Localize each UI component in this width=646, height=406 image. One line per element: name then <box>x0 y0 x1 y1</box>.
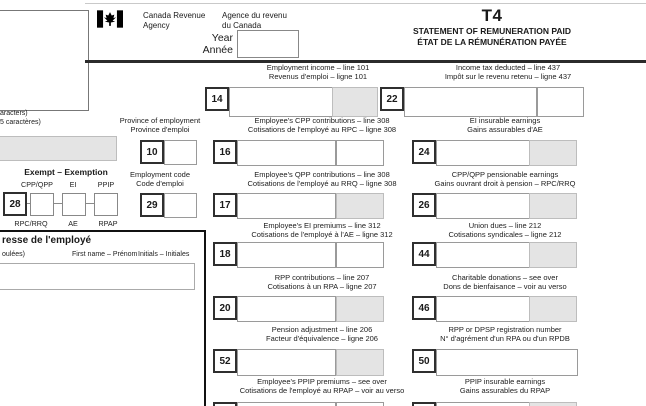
field-29-input[interactable] <box>164 193 197 218</box>
field-14-number: 14 <box>205 87 229 111</box>
field-17-cents[interactable] <box>336 193 384 219</box>
field-14-cents[interactable] <box>332 87 378 117</box>
employee-initials-label: Initials – Initiales <box>138 251 190 258</box>
exempt-rpc-rrq-label: RPC/RRQ <box>14 219 48 228</box>
exempt-title: Exempt – Exemption <box>24 167 108 177</box>
field-22-input[interactable] <box>404 87 537 117</box>
field-44-input[interactable] <box>436 242 530 268</box>
field-16-input[interactable] <box>237 140 336 166</box>
field-55-number <box>213 402 237 406</box>
field-18-cents[interactable] <box>336 242 384 268</box>
exempt-ppip-label: PPIP <box>97 180 115 189</box>
exempt-ae-label: AE <box>68 219 78 228</box>
year-input[interactable] <box>237 30 299 58</box>
field-55-cents[interactable] <box>336 402 384 406</box>
field-10-input[interactable] <box>164 140 197 165</box>
exempt-cpp-qpp-checkbox[interactable] <box>30 193 54 216</box>
field-52-input[interactable] <box>237 349 336 376</box>
employee-section-box <box>0 230 206 406</box>
field-50-input[interactable] <box>436 349 578 376</box>
employee-firstname-label: First name – Prénom <box>72 251 138 258</box>
field-10-number: 10 <box>140 140 164 164</box>
field-26-number: 26 <box>412 193 436 217</box>
field-22-number: 22 <box>380 87 404 111</box>
field-46-number: 46 <box>412 296 436 320</box>
field-16-number: 16 <box>213 140 237 164</box>
field-56-cents[interactable] <box>529 402 577 406</box>
form-code: T4 <box>481 6 503 25</box>
field-46-input[interactable] <box>436 296 530 322</box>
employer-account-label-en: aracters) <box>0 110 28 117</box>
field-22-cents[interactable] <box>537 87 584 117</box>
employee-name-input[interactable] <box>0 263 195 290</box>
exempt-ei-label: EI <box>69 180 77 189</box>
exempt-ei-checkbox[interactable] <box>62 193 86 216</box>
field-24-input[interactable] <box>436 140 530 166</box>
exempt-cpp-qpp-label: CPP/QPP <box>21 180 53 189</box>
field-29-number: 29 <box>140 193 164 217</box>
top-rule <box>85 3 646 4</box>
field-24-cents[interactable] <box>529 140 577 166</box>
field-14-input[interactable] <box>229 87 333 117</box>
employee-section-header: resse de l'employé <box>2 235 92 246</box>
field-52-cents[interactable] <box>336 349 384 376</box>
employer-account-label-fr: 5 caractères) <box>0 119 41 126</box>
field-24-number: 24 <box>412 140 436 164</box>
exempt-connector <box>54 203 62 204</box>
canada-flag-icon <box>97 9 123 29</box>
employee-lastname-label: oulées) <box>2 251 25 258</box>
field-26-cents[interactable] <box>529 193 577 219</box>
field-56-input[interactable] <box>436 402 530 406</box>
field-55-input[interactable] <box>237 402 336 406</box>
exempt-ppip-checkbox[interactable] <box>94 193 118 216</box>
field-17-number: 17 <box>213 193 237 217</box>
field-26-input[interactable] <box>436 193 530 219</box>
field-28-number: 28 <box>3 192 27 216</box>
field-44-cents[interactable] <box>529 242 577 268</box>
field-20-cents[interactable] <box>336 296 384 322</box>
form-title-en: STATEMENT OF REMUNERATION PAID <box>412 26 572 36</box>
field-18-number: 18 <box>213 242 237 266</box>
employer-name-box[interactable] <box>0 10 89 111</box>
exempt-connector <box>27 203 30 204</box>
field-50-number: 50 <box>412 349 436 373</box>
field-52-number: 52 <box>213 349 237 373</box>
field-20-input[interactable] <box>237 296 336 322</box>
employer-account-input[interactable] <box>0 136 117 161</box>
form-title-fr: ÉTAT DE LA RÉMUNÉRATION PAYÉE <box>417 36 567 47</box>
field-56-number <box>412 402 436 406</box>
field-20-number: 20 <box>213 296 237 320</box>
field-46-cents[interactable] <box>529 296 577 322</box>
form-title-block: T4 STATEMENT OF REMUNERATION PAID ÉTAT D… <box>377 6 607 47</box>
field-17-input[interactable] <box>237 193 336 219</box>
field-18-input[interactable] <box>237 242 336 268</box>
field-16-cents[interactable] <box>336 140 384 166</box>
exempt-connector <box>86 203 94 204</box>
header-rule <box>85 60 646 63</box>
field-44-number: 44 <box>412 242 436 266</box>
exempt-rpap-label: RPAP <box>98 219 118 228</box>
